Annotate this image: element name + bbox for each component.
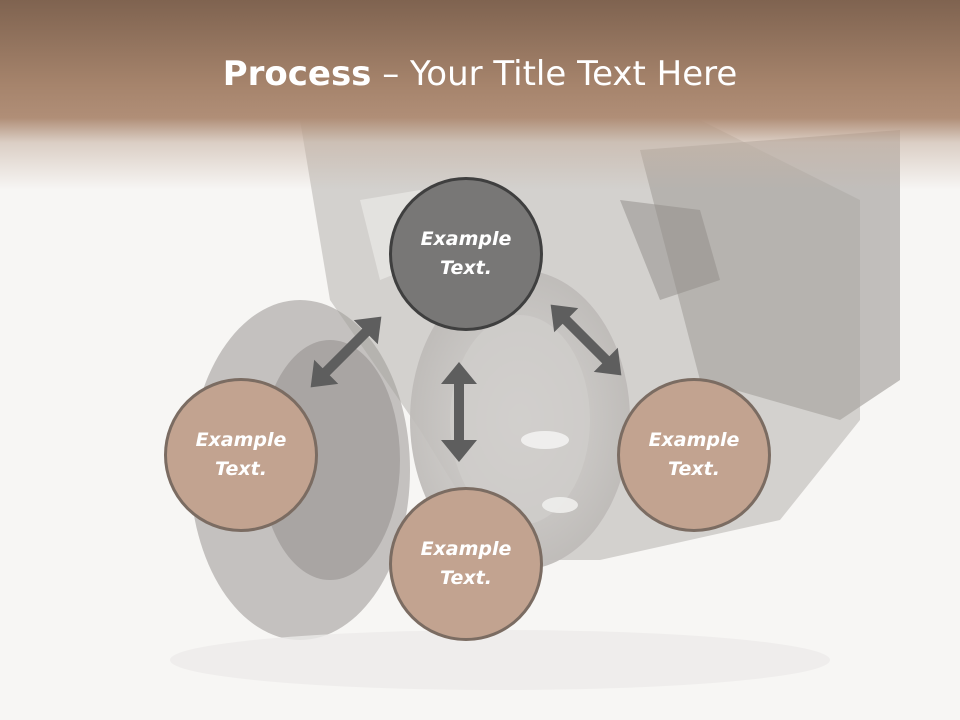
title-rest: – Your Title Text Here <box>371 54 738 94</box>
slide-title: Process – Your Title Text Here <box>0 52 960 96</box>
double-arrow-right <box>550 304 622 376</box>
node-right: Example Text. <box>617 378 771 532</box>
node-left: Example Text. <box>164 378 318 532</box>
title-bold: Process <box>222 54 372 94</box>
node-top: Example Text. <box>389 177 543 331</box>
double-arrow-left <box>310 316 382 388</box>
header-band <box>0 0 960 190</box>
double-arrow-vertical <box>441 362 477 462</box>
node-bottom: Example Text. <box>389 487 543 641</box>
